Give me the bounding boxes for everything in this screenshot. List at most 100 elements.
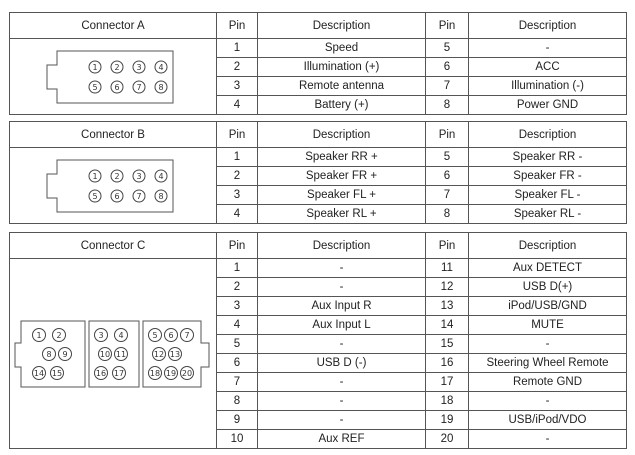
pin-circle: [164, 327, 178, 342]
description-cell: Aux Input L: [257, 315, 426, 335]
pin-circle: [154, 80, 168, 93]
table-row: 6 USB D (-) 16 Steering Wheel Remote: [10, 353, 627, 373]
pin-label: 8: [46, 349, 51, 358]
pin-circle: [168, 346, 182, 361]
pin-cell: 2: [216, 166, 258, 186]
pin-cell: 6: [425, 166, 469, 186]
pin-header: Pin: [216, 12, 258, 39]
description-cell: -: [468, 391, 627, 411]
pin-cell: 3: [216, 185, 258, 205]
pin-circle: [98, 346, 112, 361]
table-row: 2 Speaker FR + 6 Speaker FR -: [10, 166, 627, 186]
description-header: Description: [468, 232, 627, 259]
pin-label: 1: [36, 330, 41, 339]
pin-circle: [154, 189, 168, 202]
table-row: 3 Remote antenna 7 Illumination (-): [10, 76, 627, 96]
pin-circle: [114, 327, 128, 342]
pin-cell: 11: [425, 258, 469, 278]
pin-circle: [154, 60, 168, 73]
description-header: Description: [468, 121, 627, 148]
pin-cell: 4: [216, 95, 258, 115]
pin-circle: [148, 327, 162, 342]
pin-label: 5: [92, 191, 97, 200]
pin-cell: 4: [216, 204, 258, 224]
pin-label: 4: [158, 62, 163, 71]
pin-cell: 20: [425, 429, 469, 449]
pin-circle: [154, 169, 168, 182]
pin-circle: [152, 346, 166, 361]
description-cell: Speaker FL +: [257, 185, 426, 205]
pin-cell: 1: [216, 147, 258, 167]
pin-label: 15: [52, 368, 62, 377]
pin-label: 2: [114, 171, 119, 180]
description-cell: -: [257, 372, 426, 392]
description-cell: Aux Input R: [257, 296, 426, 316]
pin-cell: 8: [425, 95, 469, 115]
pin-label: 1: [92, 62, 97, 71]
pin-label: 7: [136, 191, 141, 200]
pin-cell: 7: [216, 372, 258, 392]
pin-cell: 6: [425, 57, 469, 77]
description-cell: Speaker RR +: [257, 147, 426, 167]
pin-label: 2: [56, 330, 61, 339]
table-row: 2 - 12 USB D(+): [10, 277, 627, 297]
pin-header: Pin: [425, 121, 469, 148]
pin-cell: 12: [425, 277, 469, 297]
description-cell: Speaker RL -: [468, 204, 627, 224]
description-cell: Speaker FL -: [468, 185, 627, 205]
pin-label: 13: [170, 349, 180, 358]
description-header: Description: [257, 232, 426, 259]
table-row: 4 Aux Input L 14 MUTE: [10, 315, 627, 335]
pin-label: 14: [34, 368, 44, 377]
pin-circle: [164, 365, 178, 380]
connector-c-section: Connector C Pin Description Pin Descript…: [9, 232, 627, 449]
description-cell: Aux REF: [257, 429, 426, 449]
pin-cell: 8: [216, 391, 258, 411]
pin-circle: [52, 327, 66, 342]
pin-label: 3: [136, 62, 141, 71]
pin-cell: 8: [425, 204, 469, 224]
pin-cell: 3: [216, 296, 258, 316]
pin-cell: 13: [425, 296, 469, 316]
pin-cell: 5: [216, 334, 258, 354]
pin-circle: [50, 365, 64, 380]
pin-circle: [110, 60, 124, 73]
pin-label: 1: [92, 171, 97, 180]
description-cell: iPod/USB/GND: [468, 296, 627, 316]
description-header: Description: [257, 12, 426, 39]
pin-cell: 3: [216, 76, 258, 96]
connector-a-section: Connector A Pin Description Pin Descript…: [9, 12, 627, 115]
pin-label: 5: [152, 330, 157, 339]
pin-label: 5: [92, 82, 97, 91]
pin-header: Pin: [425, 12, 469, 39]
description-cell: -: [257, 410, 426, 430]
pin-label: 4: [118, 330, 123, 339]
description-cell: Illumination (+): [257, 57, 426, 77]
connector-b-section: Connector B Pin Description Pin Descript…: [9, 121, 627, 224]
pin-circle: [180, 365, 194, 380]
pin-circle: [132, 169, 146, 182]
pin-cell: 6: [216, 353, 258, 373]
table-row: 3 Speaker FL + 7 Speaker FL -: [10, 185, 627, 205]
description-header: Description: [468, 12, 627, 39]
pin-cell: 2: [216, 277, 258, 297]
pin-circle: [180, 327, 194, 342]
pin-label: 8: [158, 82, 163, 91]
connector-c-header: Connector C: [9, 232, 217, 259]
description-cell: Speed: [257, 38, 426, 58]
pin-circle: [110, 169, 124, 182]
description-cell: Battery (+): [257, 95, 426, 115]
pin-label: 11: [116, 349, 126, 358]
table-row: 5 - 15 -: [10, 334, 627, 354]
pin-label: 2: [114, 62, 119, 71]
pin-cell: 5: [425, 147, 469, 167]
connector-a-table: Connector A Pin Description Pin Descript…: [9, 12, 627, 115]
pin-label: 10: [100, 349, 110, 358]
pin-circle: [132, 60, 146, 73]
pin-cell: 16: [425, 353, 469, 373]
